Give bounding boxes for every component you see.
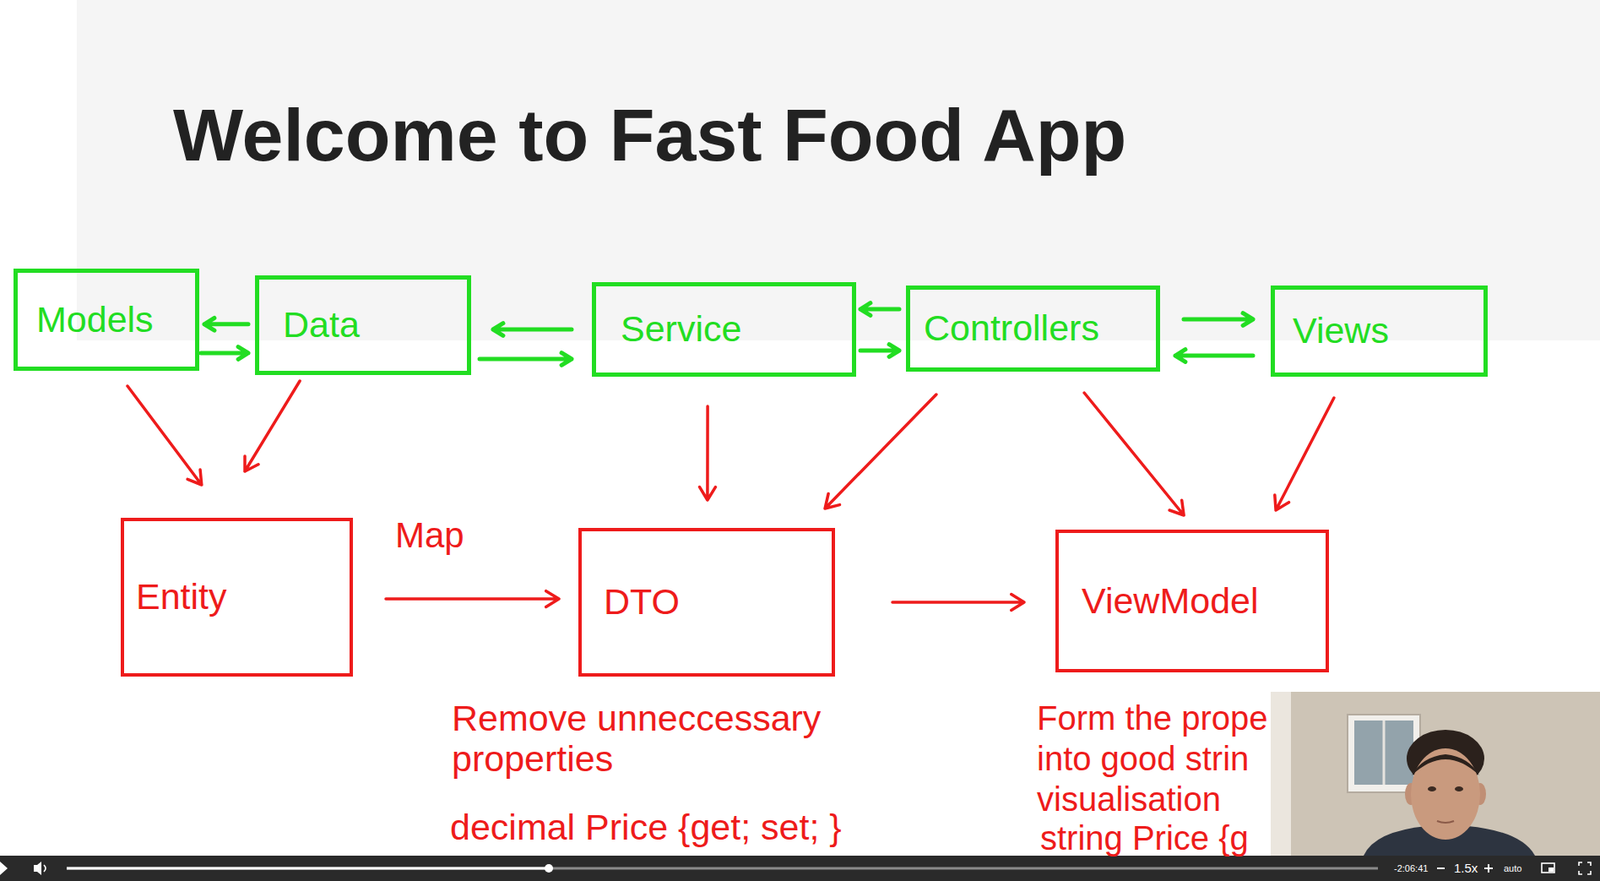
speed-plus-icon [1484, 863, 1493, 873]
edge-label: Map [395, 515, 465, 556]
code-text: string Price {g [1040, 817, 1249, 858]
webcam-window-mullion [1383, 720, 1386, 785]
layer-box: Controllers [905, 285, 1161, 372]
webcam-wall [1270, 691, 1600, 856]
progress-track [66, 867, 1378, 870]
webcam-person-face [1410, 748, 1481, 840]
webcam-person-mouth [1437, 820, 1454, 823]
webcam-person-fringe [1411, 753, 1480, 776]
flow-arrow [200, 347, 249, 360]
box-label: Controllers [923, 307, 1100, 349]
volume-wave [43, 864, 46, 872]
flow-arrow [1183, 313, 1253, 326]
player-quality: auto [1503, 862, 1522, 874]
box-label: Service [620, 308, 742, 350]
box-label: Models [36, 298, 154, 341]
note-text: Remove unneccessary properties [451, 697, 857, 779]
mapping-arrow [127, 385, 202, 485]
layer-box: Data [254, 275, 472, 375]
mapping-arrow [892, 594, 1025, 611]
fullscreen-icon [1578, 862, 1591, 874]
layer-box: Views [1270, 285, 1488, 377]
code-text: decimal Price {get; set; } [450, 806, 842, 847]
box-label: ViewModel [1081, 580, 1259, 622]
flow-arrow [479, 352, 572, 366]
play-icon [0, 861, 8, 875]
webcam-person-eye [1454, 786, 1464, 792]
mapping-arrow [824, 394, 937, 509]
pip-icon [1541, 862, 1555, 873]
volume-icon [33, 861, 42, 875]
mapping-arrow [1274, 397, 1335, 510]
player-time: -2:06:41 [1393, 862, 1428, 874]
slide-title: Welcome to Fast Food App [173, 97, 1127, 173]
box-label: Entity [135, 575, 228, 618]
player-speed: 1.5x [1453, 860, 1478, 876]
note-text: Form the prope into good strin visualisa… [1036, 697, 1282, 819]
mapping-arrow [699, 406, 716, 500]
box-label: DTO [603, 580, 680, 623]
model-box: Entity [120, 517, 353, 677]
webcam-overlay [1270, 691, 1600, 856]
mapping-arrow [1084, 392, 1184, 516]
flow-arrow [204, 318, 249, 331]
layer-box: Service [591, 282, 857, 377]
layer-box: Models [13, 268, 200, 371]
flow-arrow [1175, 349, 1253, 363]
pip-icon-inner [1548, 867, 1554, 872]
box-label: Views [1292, 309, 1389, 352]
progress-played [66, 867, 549, 870]
speed-minus-icon [1437, 867, 1445, 869]
webcam-window-glass [1354, 720, 1414, 785]
flow-arrow [860, 344, 900, 358]
webcam-door-frame [1270, 691, 1291, 856]
model-box: DTO [578, 527, 836, 677]
box-label: Data [282, 303, 360, 346]
webcam-person-eye [1427, 786, 1437, 792]
mapping-arrow [385, 591, 559, 608]
player-control-bar [0, 855, 1600, 881]
flow-arrow [493, 323, 572, 337]
flow-arrow [860, 303, 900, 316]
mapping-arrow [244, 380, 300, 472]
progress-knob [544, 863, 554, 873]
model-box: ViewModel [1055, 529, 1329, 673]
